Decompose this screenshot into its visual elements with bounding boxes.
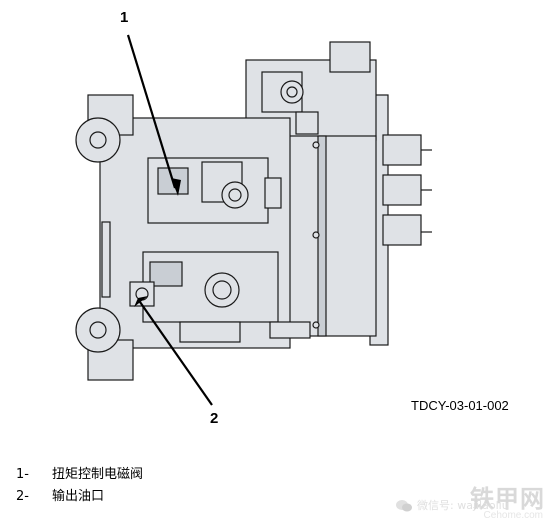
leader-line-1 bbox=[126, 34, 177, 189]
top-cap bbox=[329, 41, 371, 73]
flange-bracket-top bbox=[382, 134, 422, 166]
legend-number: 1- bbox=[16, 467, 29, 482]
flange-bracket-low bbox=[382, 214, 422, 246]
main-housing bbox=[279, 135, 377, 337]
wechat-icon bbox=[396, 500, 412, 512]
leader-arrow-2 bbox=[134, 296, 148, 307]
legend-number: 2- bbox=[16, 489, 29, 504]
figure-code: TDCY-03-01-002 bbox=[411, 398, 509, 413]
callout-1: 1 bbox=[120, 9, 129, 26]
legend-item-2: 2- 输出油口 bbox=[16, 485, 104, 504]
watermark-account: 微信号: wajilaoliu bbox=[417, 499, 509, 512]
callout-2: 2 bbox=[210, 410, 219, 427]
left-pipe bbox=[101, 221, 111, 298]
watermark-logo: 铁甲网 bbox=[470, 485, 545, 513]
leader-line-2 bbox=[139, 301, 213, 406]
leader-arrow-1 bbox=[171, 178, 181, 196]
hydraulic-pump-drawing bbox=[75, 34, 432, 406]
legend-text: 扭矩控制电磁阀 bbox=[52, 467, 144, 482]
flange-bracket-mid bbox=[382, 174, 422, 206]
legend-item-1: 1- 扭矩控制电磁阀 bbox=[16, 463, 143, 482]
watermark-site: Cehome.com bbox=[483, 510, 543, 521]
watermark: 铁甲网 微信号: wajilaoliu Cehome.com bbox=[395, 481, 545, 521]
legend-text: 输出油口 bbox=[52, 489, 105, 504]
